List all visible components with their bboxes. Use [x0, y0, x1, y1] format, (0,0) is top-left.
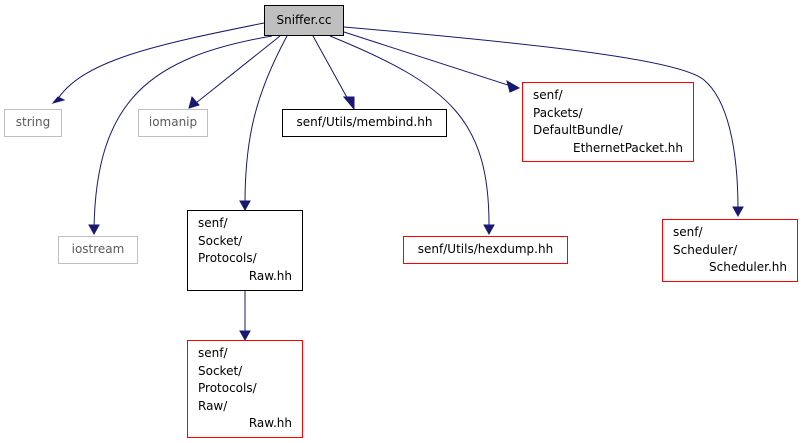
node-protocols-raw-line-2: Socket/ [198, 233, 243, 248]
arrowhead-iomanip [188, 95, 200, 109]
node-iomanip-label: iomanip [148, 115, 198, 130]
node-membind[interactable]: senf/Utils/membind.hh [282, 109, 447, 137]
node-protocols-raw-raw-line-1: senf/ [198, 346, 228, 360]
node-protocols-raw[interactable]: senf/ Socket/ Protocols/ Raw.hh [187, 210, 303, 291]
edge-sniffer-to-protocols-raw [244, 35, 288, 204]
arrowhead-scheduler [732, 206, 744, 218]
node-protocols-raw-raw-line-2: Socket/ [198, 363, 243, 378]
node-protocols-raw-raw-line-4: Raw/ [198, 398, 228, 413]
node-ethernet-packet-line-2: Packets/ [533, 105, 583, 120]
node-string-label: string [15, 115, 51, 130]
node-iomanip: iomanip [138, 109, 208, 137]
node-protocols-raw-line-4: Raw.hh [248, 268, 292, 283]
edge-sniffer-to-ethernet-packet [343, 31, 515, 88]
edge-sniffer-to-scheduler [343, 26, 739, 211]
node-protocols-raw-raw-line-5: Raw.hh [248, 416, 292, 430]
arrowhead-string [51, 96, 66, 104]
node-protocols-raw-raw-line-3: Protocols/ [198, 381, 257, 395]
node-sniffer-cc-label: Sniffer.cc [276, 12, 332, 27]
arrowhead-membind [342, 96, 355, 111]
edge-sniffer-to-string [55, 22, 265, 103]
node-scheduler-line-3: Scheduler.hh [709, 260, 787, 274]
node-scheduler: senf/ Scheduler/ Scheduler.hh [662, 219, 798, 282]
node-ethernet-packet-line-1: senf/ [533, 88, 563, 102]
node-ethernet-packet: senf/ Packets/ DefaultBundle/ EthernetPa… [522, 82, 694, 162]
node-string: string [4, 109, 62, 137]
node-ethernet-packet-line-3: DefaultBundle/ [533, 123, 623, 137]
edge-sniffer-to-hexdump [329, 35, 490, 230]
arrowhead-ethernet-packet [506, 79, 521, 93]
node-scheduler-line-1: senf/ [673, 225, 703, 239]
arrowhead-hexdump [483, 224, 495, 236]
node-protocols-raw-line-1: senf/ [198, 216, 228, 230]
node-iostream-label: iostream [71, 242, 125, 257]
edge-sniffer-to-iostream [93, 35, 273, 230]
arrowhead-iostream [88, 224, 100, 236]
arrowhead-protocols-raw [239, 200, 251, 212]
node-ethernet-packet-line-4: EthernetPacket.hh [573, 140, 683, 155]
node-membind-label: senf/Utils/membind.hh [296, 115, 433, 130]
node-scheduler-line-2: Scheduler/ [673, 242, 738, 257]
node-hexdump-label: senf/Utils/hexdump.hh [417, 242, 554, 257]
node-iostream: iostream [58, 236, 138, 264]
node-hexdump: senf/Utils/hexdump.hh [403, 236, 568, 264]
node-protocols-raw-raw: senf/ Socket/ Protocols/ Raw/ Raw.hh [187, 340, 303, 438]
node-protocols-raw-line-3: Protocols/ [198, 251, 257, 265]
arrowhead-protocols-raw-raw [239, 330, 251, 342]
edge-sniffer-to-iomanip [195, 35, 281, 104]
node-sniffer-cc[interactable]: Sniffer.cc [264, 5, 344, 36]
edge-sniffer-to-membind [312, 35, 351, 104]
